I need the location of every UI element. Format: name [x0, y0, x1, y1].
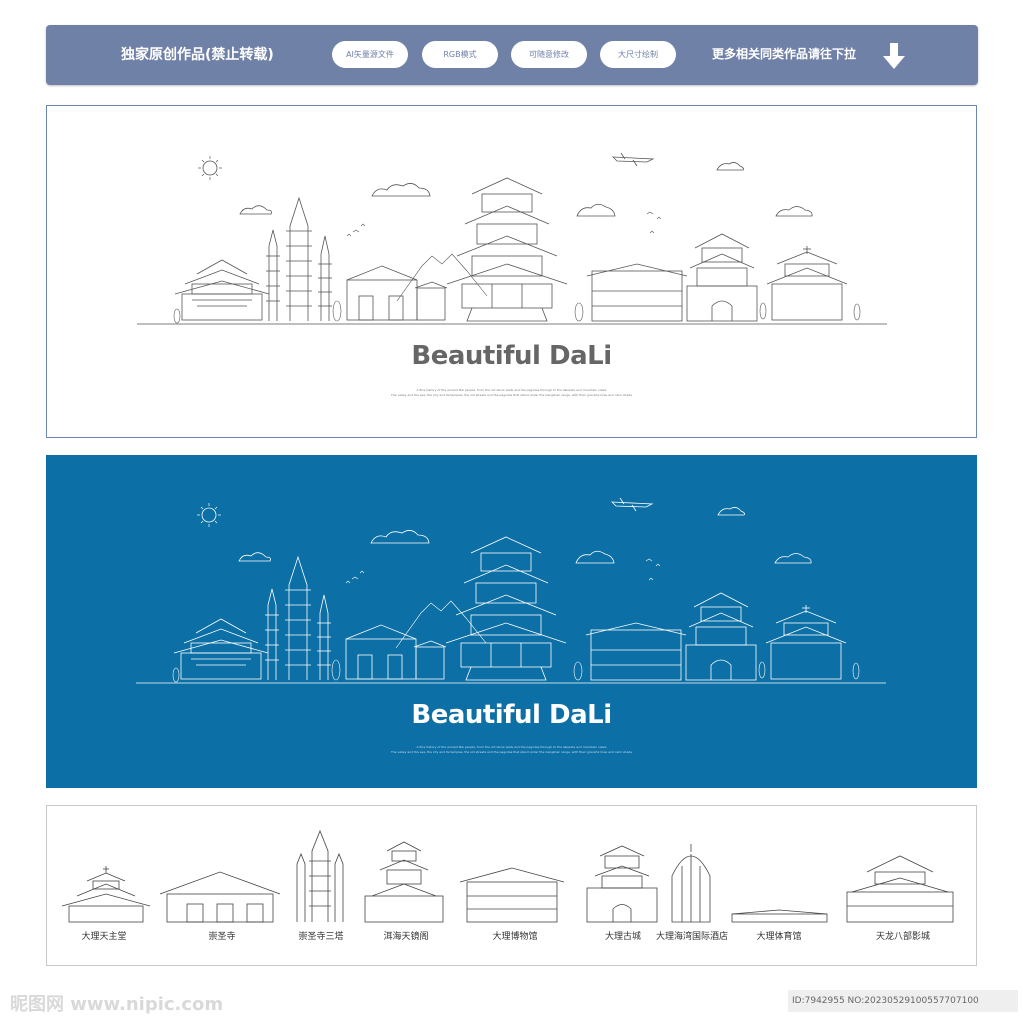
central-pavilion — [446, 177, 568, 322]
cloud-icon — [575, 550, 615, 564]
pagoda-tall — [285, 555, 311, 680]
church-right — [765, 605, 847, 680]
city-gate — [686, 233, 758, 322]
building-label: 崇圣寺 — [208, 932, 236, 942]
mountain — [396, 253, 488, 302]
brand-title: Beautiful DaLi — [411, 700, 612, 730]
cloud-icon — [717, 507, 745, 516]
cloud-icon — [775, 206, 813, 217]
temple-left — [173, 618, 269, 680]
hotel-icon — [671, 844, 711, 923]
building-label: 天龙八部影城 — [875, 932, 931, 942]
header-title: 独家原创作品(禁止转载) — [121, 47, 274, 63]
fine-print-line: A fine history of the ancient Bai people… — [416, 745, 607, 749]
right-hall — [585, 622, 687, 681]
cloud-icon — [239, 205, 272, 215]
museum-icon — [459, 867, 565, 923]
cloud-icon — [371, 183, 431, 197]
pill-editable[interactable]: 可随意修改 — [511, 41, 587, 68]
trees — [173, 300, 861, 324]
arrow-down-icon[interactable] — [882, 41, 906, 71]
cloud-icon — [576, 203, 616, 217]
building-label: 大理体育馆 — [756, 932, 802, 942]
tianlong-film-city-icon — [846, 855, 954, 923]
cloud-icon — [716, 162, 744, 171]
right-hall — [586, 263, 688, 322]
birds-icon — [346, 211, 662, 237]
fine-print: A fine history of the ancient Bai people… — [47, 388, 976, 398]
central-pavilion — [445, 536, 567, 681]
fine-print-line: The valley and the sea, the city and its… — [390, 750, 633, 754]
pagoda-small-right — [318, 235, 332, 321]
buildings-panel: 大理天主堂 崇圣寺 崇圣寺三塔 洱海天镜阁 大理博物馆 大理古城 大理海湾国际酒… — [46, 805, 977, 966]
sun-icon — [198, 156, 222, 180]
sun-icon — [197, 503, 221, 527]
mountain — [395, 600, 487, 649]
white-skyline-panel: Beautiful DaLi A fine history of the anc… — [46, 105, 977, 438]
skyline-illustration-light — [137, 152, 887, 325]
church-right — [766, 246, 848, 321]
three-pagodas-icon — [296, 829, 344, 922]
city-gate — [685, 592, 757, 681]
cloud-icon — [238, 552, 271, 562]
pagoda-small-right — [317, 594, 331, 680]
pill-rgb-mode[interactable]: RGB模式 — [422, 41, 498, 68]
skyline-illustration-blue — [136, 497, 886, 684]
blue-skyline-panel: Beautiful DaLi A fine history of the anc… — [46, 455, 977, 788]
pagoda-tall — [286, 196, 312, 321]
chongsheng-temple-icon — [159, 871, 281, 923]
airplane-icon — [611, 152, 655, 167]
pagoda-small-left — [265, 588, 279, 680]
stadium-icon — [731, 909, 828, 923]
building-label: 洱海天镜阁 — [383, 932, 429, 942]
building-label: 大理海湾国际酒店 — [655, 932, 729, 942]
pill-ai-vector[interactable]: AI矢量源文件 — [332, 41, 408, 68]
building-icons — [61, 829, 954, 923]
fine-print: A fine history of the ancient Bai people… — [46, 745, 977, 755]
brand-title: Beautiful DaLi — [411, 341, 612, 371]
header-more-text: 更多相关同类作品请往下拉 — [712, 47, 857, 61]
ancient-city-icon — [586, 845, 658, 923]
birds-icon — [345, 558, 661, 584]
catholic-church-icon — [61, 866, 151, 923]
building-label: 大理博物馆 — [492, 932, 538, 942]
watermark-id: ID:7942955 NO:20230529100557707100 — [788, 990, 1018, 1012]
cloud-icon — [370, 530, 430, 544]
gate-complex — [345, 624, 447, 680]
fine-print-line: A fine history of the ancient Bai people… — [416, 388, 607, 392]
pagoda-small-left — [266, 229, 280, 321]
temple-left — [174, 259, 270, 321]
erhai-pavilion-icon — [364, 841, 444, 923]
building-label: 大理天主堂 — [81, 932, 127, 942]
building-label: 崇圣寺三塔 — [298, 932, 344, 942]
gate-complex — [346, 265, 448, 321]
fine-print-line: The valley and the sea, the city and its… — [390, 393, 633, 397]
airplane-icon — [610, 497, 654, 512]
trees — [172, 659, 860, 683]
header-bar: 独家原创作品(禁止转载) AI矢量源文件 RGB模式 可随意修改 大尺寸绘制 更… — [46, 25, 978, 85]
building-label: 大理古城 — [604, 932, 642, 942]
watermark-logo: 昵图网 www.nipic.com — [10, 994, 224, 1015]
pill-large-size[interactable]: 大尺寸绘制 — [600, 41, 676, 68]
cloud-icon — [774, 553, 812, 564]
